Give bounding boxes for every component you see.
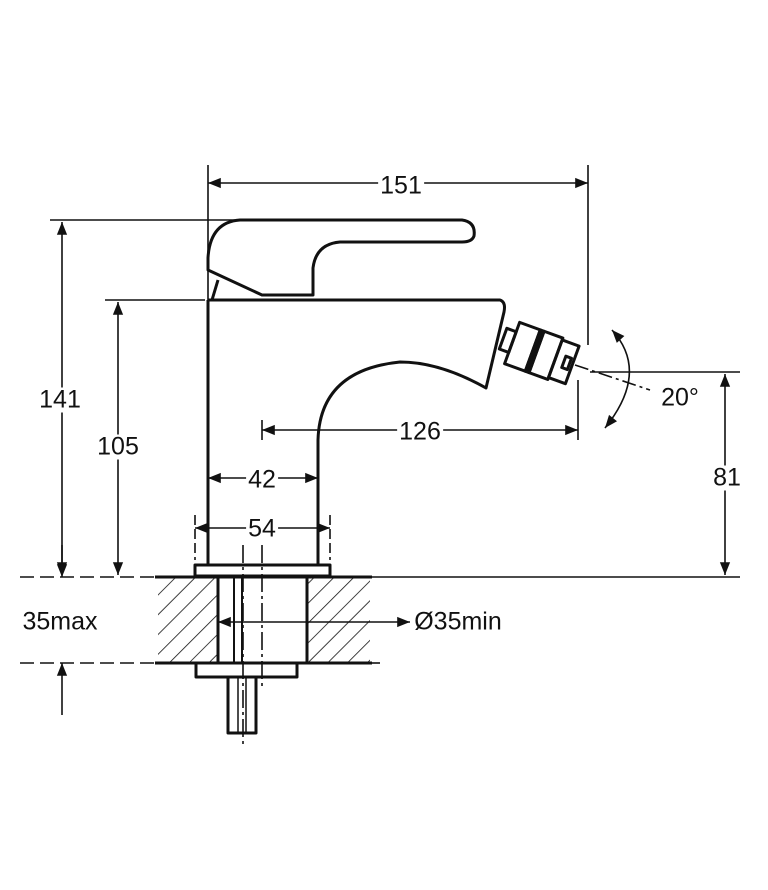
faucet-body [206,298,506,565]
dimension-body-depth: 42 [246,465,278,494]
dimension-base-width: 54 [246,514,278,543]
lever-handle [206,218,476,297]
dimension-hole-diameter: Ø35min [412,607,504,636]
supply-stem [226,675,258,735]
dimension-body-height: 105 [95,432,141,461]
dimension-spout-height: 81 [711,463,743,492]
dimension-deck-thickness: 35max [20,607,100,636]
dimension-overall-height: 141 [37,385,83,414]
nozzle [497,320,581,386]
dimension-spout-reach: 126 [397,417,443,446]
dimension-overall-width: 151 [378,171,424,200]
dimension-nozzle-angle: 20° [659,383,701,412]
